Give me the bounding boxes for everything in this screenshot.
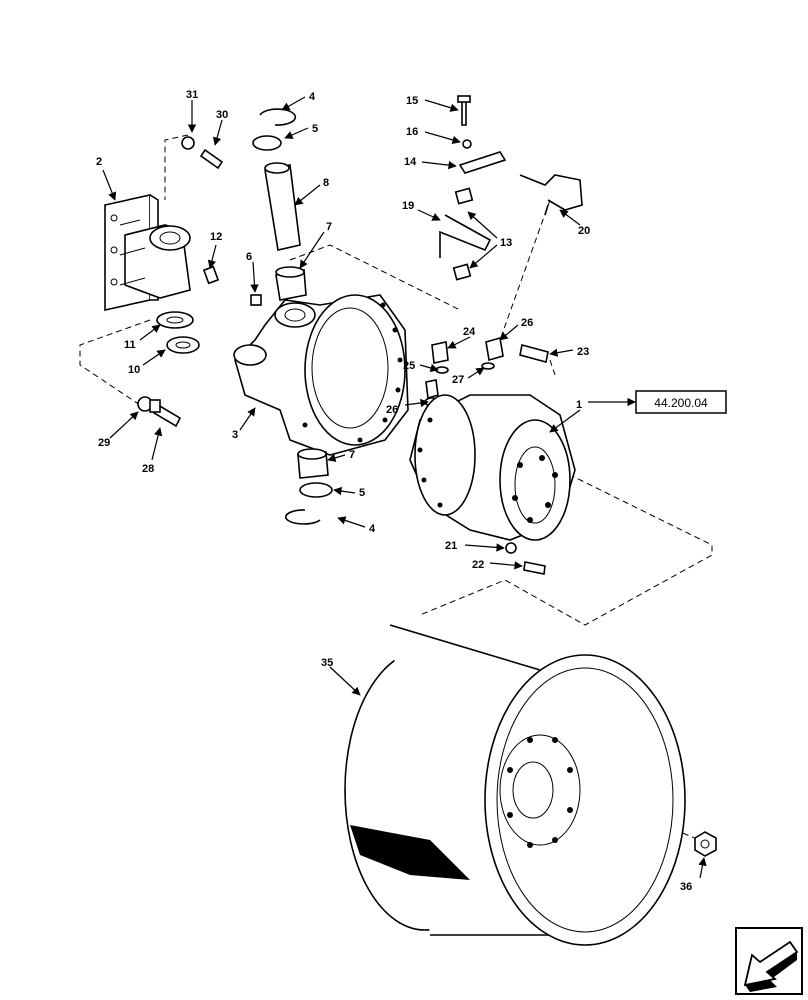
callout-36: 36 <box>680 881 692 893</box>
clamp-block-lower <box>452 263 472 281</box>
callout-6: 6 <box>246 251 252 263</box>
callout-25: 25 <box>403 360 415 372</box>
nut-31 <box>181 136 195 150</box>
reference-link-label: 44.200.04 <box>654 396 708 410</box>
bolt-30 <box>199 148 224 170</box>
callout-15: 15 <box>406 95 418 107</box>
wheel-nut-36 <box>694 831 717 857</box>
callout-labels: 31 30 4 5 8 7 2 12 6 11 10 3 29 28 7 5 4… <box>96 89 692 893</box>
callout-16: 16 <box>406 126 418 138</box>
callout-1: 1 <box>576 399 582 411</box>
callout-27: 27 <box>452 374 464 386</box>
leader-arrows <box>102 96 707 879</box>
fitting-24 <box>431 341 449 364</box>
fitting-26-upper <box>485 336 504 362</box>
steering-knuckle <box>233 294 409 456</box>
clamp-block-upper <box>454 187 474 205</box>
mounting-bracket <box>104 194 191 311</box>
bolt-15 <box>457 95 471 126</box>
washer-11 <box>156 311 194 329</box>
callout-24: 24 <box>463 326 476 338</box>
upper-shim <box>252 135 282 151</box>
callout-26-upper: 26 <box>521 317 533 329</box>
bolt-28 <box>149 399 182 428</box>
callout-29: 29 <box>98 437 110 449</box>
brake-pipe-20 <box>519 174 583 216</box>
callout-2: 2 <box>96 156 102 168</box>
callout-8: 8 <box>323 177 329 189</box>
callout-4-upper: 4 <box>309 91 316 103</box>
upper-circlip <box>259 108 297 126</box>
callout-26-lower: 26 <box>386 404 398 416</box>
callout-5-upper: 5 <box>312 123 318 135</box>
o-ring-27 <box>481 362 495 370</box>
set-screw-12 <box>202 265 220 285</box>
fitting-26-lower <box>425 379 439 400</box>
lower-circlip <box>284 509 321 525</box>
callout-35: 35 <box>321 657 333 669</box>
callout-7-lower: 7 <box>349 449 355 461</box>
lower-shim <box>299 482 333 498</box>
callout-30: 30 <box>216 109 228 121</box>
callout-14: 14 <box>404 156 417 168</box>
callout-10: 10 <box>128 364 140 376</box>
callout-22: 22 <box>472 559 484 571</box>
callout-21: 21 <box>445 540 457 552</box>
wheel-motor-hub <box>409 394 576 541</box>
callout-13: 13 <box>500 237 512 249</box>
king-pin <box>264 162 301 251</box>
washer-21 <box>505 542 517 554</box>
callout-23: 23 <box>577 346 589 358</box>
previous-page-arrow-icon[interactable] <box>735 927 803 995</box>
callout-5-lower: 5 <box>359 487 365 499</box>
reference-link-box[interactable]: 44.200.04 <box>635 390 727 414</box>
fitting-23 <box>519 344 549 363</box>
callout-20: 20 <box>578 225 590 237</box>
callout-11: 11 <box>124 339 136 351</box>
washer-10 <box>166 336 200 354</box>
callout-19: 19 <box>402 200 414 212</box>
callout-3: 3 <box>232 429 238 441</box>
bolt-22 <box>523 561 546 575</box>
brake-pipe-19 <box>439 214 492 258</box>
upper-bushing <box>275 266 307 301</box>
callout-7-upper: 7 <box>326 221 332 233</box>
callout-28: 28 <box>142 463 154 475</box>
lower-bushing <box>297 448 329 479</box>
callout-12: 12 <box>210 231 222 243</box>
callout-31: 31 <box>186 89 198 101</box>
wheel-rim <box>344 624 686 946</box>
clamp-plate-14 <box>458 151 507 174</box>
washer-16 <box>462 139 472 149</box>
callout-4-lower: 4 <box>369 523 376 535</box>
grease-fitting-6 <box>250 294 262 306</box>
